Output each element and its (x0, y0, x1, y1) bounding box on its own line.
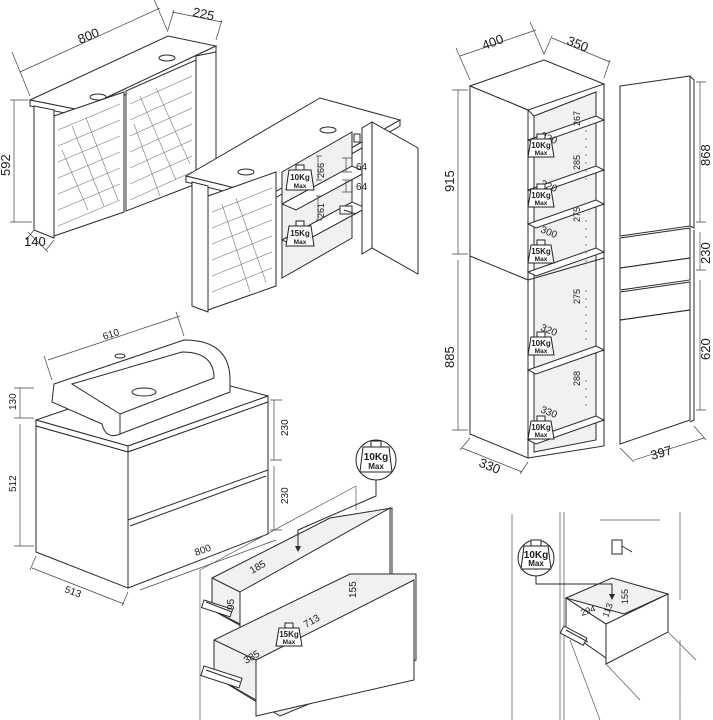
tall-load-5-kg: 10Kg (531, 423, 551, 432)
vanity-drawer-bottom-label: 230 (280, 487, 291, 504)
vanity-basin-height-label: 130 (8, 393, 19, 410)
tall-front-drawer-label: 230 (698, 242, 713, 264)
tall-shelf-2-gap: 285 (572, 155, 582, 170)
tall-load-3-max: Max (535, 256, 548, 263)
mirror-width-label: 800 (76, 25, 102, 47)
tall-shelf-1-gap: 267 (572, 111, 582, 126)
mirror-side-depth-label: 140 (24, 234, 46, 249)
mirror-height-label: 592 (0, 154, 13, 176)
tall-drawer-load-max: Max (528, 559, 544, 568)
tall-shelf-3-gap: 275 (572, 207, 582, 222)
drawer-load-inner-max: Max (283, 639, 296, 646)
tall-load-1-kg: 10Kg (531, 141, 551, 150)
tall-front-door-top-label: 868 (698, 144, 713, 166)
weight-icon: 15Kg Max (275, 622, 303, 647)
mirror-load-lower-max: Max (294, 239, 307, 246)
tall-upper-height-label: 915 (442, 170, 457, 192)
vanity-drawer-top-label: 230 (280, 419, 291, 436)
tall-shelf-4-gap: 275 (572, 289, 582, 304)
drawer-load-top-kg: 10Kg (364, 452, 388, 463)
drawer-load-top-max: Max (368, 462, 384, 471)
tall-load-4-max: Max (535, 348, 548, 355)
tall-front-width-label: 397 (649, 442, 674, 462)
door-grain-right (129, 75, 193, 201)
weight-callout-icon: 10Kg Max (355, 439, 397, 481)
vanity-basin-width-label: 610 (102, 327, 122, 343)
vanity-drawers-open: 185 95 155 713 385 15Kg Max 10Kg Max (199, 439, 417, 720)
mirror-shelf-step-b-label: 64 (356, 182, 368, 193)
tall-cabinet-open: 320 320 300 320 330 267 285 275 275 288 … (442, 21, 611, 477)
tall-load-5-max: Max (535, 432, 548, 439)
tall-drawer-load-kg: 10Kg (524, 550, 548, 561)
tall-width-label: 400 (480, 31, 506, 53)
mirror-shelf-step-a-label: 64 (356, 162, 368, 173)
drawer-upper-side-label: 95 (226, 598, 237, 610)
tall-drawer-inner-label: 113 (600, 602, 614, 619)
vanity-with-basin: 610 130 512 230 230 513 800 (8, 311, 291, 607)
tall-load-4-kg: 10Kg (531, 339, 551, 348)
tall-load-2-max: Max (535, 200, 548, 207)
drawer-upper-inner-label: 155 (348, 581, 359, 598)
mirror-cabinet-open: 266 261 64 64 10Kg Max 15Kg Max (184, 97, 419, 313)
mirror-shelf-gap-upper-label: 266 (316, 163, 326, 178)
tall-drawer-height-label: 155 (620, 589, 630, 604)
vanity-cabinet-height-label: 512 (8, 475, 19, 492)
mirror-shelf-gap-lower-label: 261 (316, 203, 326, 218)
tall-front-door-bottom-label: 620 (698, 338, 713, 360)
mirror-load-upper-max: Max (294, 183, 307, 190)
weight-icon: 10Kg Max (527, 183, 555, 208)
tall-shelf-5-gap: 288 (572, 371, 582, 386)
mirror-load-upper-kg: 10Kg (290, 173, 310, 182)
tall-drawer-detail: 294 113 155 10Kg Max (511, 512, 697, 720)
drawer-load-inner-kg: 15Kg (279, 630, 299, 639)
tall-depth-label: 350 (565, 33, 591, 55)
weight-icon: 10Kg Max (527, 415, 555, 440)
mirror-depth-label: 225 (191, 4, 215, 23)
tall-load-1-max: Max (535, 150, 548, 157)
mirror-cabinet-closed: 800 225 592 140 (0, 0, 223, 253)
weight-icon: 10Kg Max (527, 133, 555, 158)
tall-base-depth-label: 330 (477, 455, 503, 477)
weight-callout-icon: 10Kg Max (517, 539, 555, 577)
weight-icon: 10Kg Max (285, 164, 315, 191)
weight-icon: 10Kg Max (527, 331, 555, 356)
weight-icon: 15Kg Max (285, 220, 315, 247)
weight-icon: 15Kg Max (527, 239, 555, 264)
tall-load-2-kg: 10Kg (531, 191, 551, 200)
mirror-load-lower-kg: 15Kg (290, 229, 310, 238)
tall-lower-height-label: 885 (442, 346, 457, 368)
door-grain-left (57, 103, 121, 227)
tall-cabinet-front: 868 230 620 397 (619, 75, 713, 463)
tall-load-3-kg: 15Kg (531, 247, 551, 256)
tall-drawer-depth-label: 294 (579, 603, 597, 618)
